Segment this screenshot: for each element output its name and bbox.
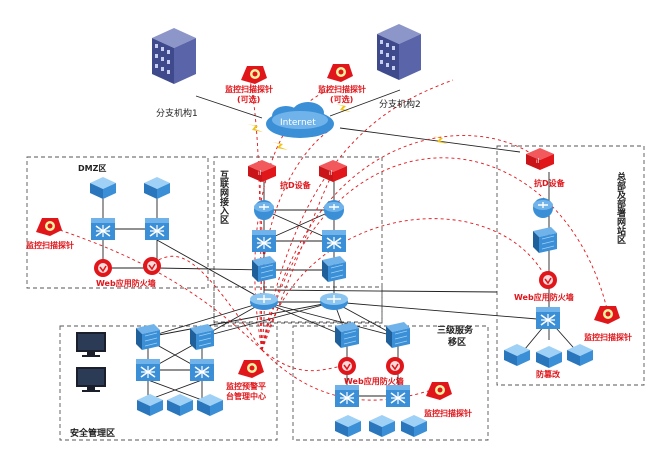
router-icon [532, 197, 554, 219]
switch-icon [321, 229, 347, 253]
security-mgmt-title: 安全管理区 [70, 427, 115, 439]
level3-title-2: 移区 [448, 336, 466, 348]
switch-icon [385, 384, 411, 408]
server-icon [567, 344, 593, 366]
probe-icon [426, 382, 452, 400]
level3-probe-label: 监控扫描探针 [424, 408, 472, 418]
branch2-probe-optional: (可选) [330, 94, 353, 104]
hq-ips-label: 抗D设备 [534, 178, 566, 188]
ids-icon [248, 160, 276, 182]
ids-icon [526, 148, 554, 170]
server-icon [536, 346, 562, 368]
core-switch-icon [319, 292, 349, 311]
internet-access-zone [213, 156, 383, 323]
firewall-icon [189, 323, 215, 351]
firewall-icon [135, 323, 161, 351]
switch-icon [90, 217, 116, 241]
probe-icon [238, 360, 264, 378]
level3-waf-label: Web应用防火墙 [344, 376, 404, 386]
lightning-icon [272, 142, 288, 150]
internet-label: Internet [280, 118, 316, 128]
waf-icon [142, 256, 162, 276]
waf-icon [93, 258, 113, 278]
access-ips-label: 抗D设备 [280, 180, 312, 190]
building-icon [152, 28, 196, 84]
firewall-icon [321, 255, 347, 283]
hq-tamper-label: 防篡改 [536, 369, 561, 379]
dmz-probe-label: 监控扫描探针 [26, 240, 74, 250]
dmz-title: DMZ区 [78, 164, 106, 173]
platform-label-2: 台管理中心 [226, 391, 266, 401]
router-icon [323, 199, 345, 221]
server-icon [335, 415, 361, 437]
ids-icon [319, 160, 347, 182]
server-icon [401, 415, 427, 437]
probe-icon [327, 64, 353, 82]
probe-icon [594, 306, 620, 324]
waf-icon [538, 270, 558, 290]
switch-icon [135, 358, 161, 382]
level3-title-1: 三级服务 [437, 324, 474, 336]
switch-icon [334, 384, 360, 408]
building-icon [377, 24, 421, 80]
core-zone [213, 286, 383, 324]
zone-borders [26, 145, 645, 441]
hq-zone [496, 145, 645, 386]
server-icon [197, 394, 223, 416]
platform-label-1: 监控预警平 [226, 381, 266, 391]
lightning-icon [247, 124, 263, 132]
hq-probe-label: 监控扫描探针 [584, 332, 632, 342]
switch-icon [144, 217, 170, 241]
hq-waf-label: Web应用防火墙 [514, 292, 574, 302]
switch-icon [535, 306, 561, 330]
dmz-zone [26, 156, 209, 289]
waf-icon [337, 356, 357, 376]
level3-zone [292, 325, 489, 441]
firewall-icon [334, 321, 360, 349]
branch2-label: 分支机构2 [379, 98, 421, 110]
internet-access-title-text: 互联网接入区 [218, 170, 230, 224]
internet-access-title: 互联网接入区 [218, 170, 230, 224]
branch1-probe-label: 监控扫描探针 [225, 84, 273, 94]
server-icon [137, 394, 163, 416]
probe-icon [241, 66, 267, 84]
server-icon [144, 177, 170, 199]
server-icon [167, 394, 193, 416]
server-icon [369, 415, 395, 437]
firewall-icon [532, 226, 558, 254]
firewall-icon [385, 321, 411, 349]
router-icon [253, 199, 275, 221]
branch1-probe-optional: (可选) [237, 94, 260, 104]
branch2-probe-label: 监控扫描探针 [318, 84, 366, 94]
core-switch-icon [249, 292, 279, 311]
switch-icon [251, 229, 277, 253]
security-mgmt-zone [59, 325, 278, 441]
monitor-icon [76, 367, 106, 392]
waf-icon [385, 356, 405, 376]
server-icon [90, 177, 116, 199]
cloud-icon [266, 102, 334, 138]
probe-icon [36, 218, 62, 236]
monitor-icon [76, 332, 106, 357]
firewall-icon [251, 255, 277, 283]
branch1-label: 分支机构1 [156, 107, 198, 119]
switch-icon [189, 358, 215, 382]
dmz-waf-label: Web应用防火墙 [96, 278, 156, 288]
hq-title: 总部及部署网站区 [615, 171, 627, 244]
